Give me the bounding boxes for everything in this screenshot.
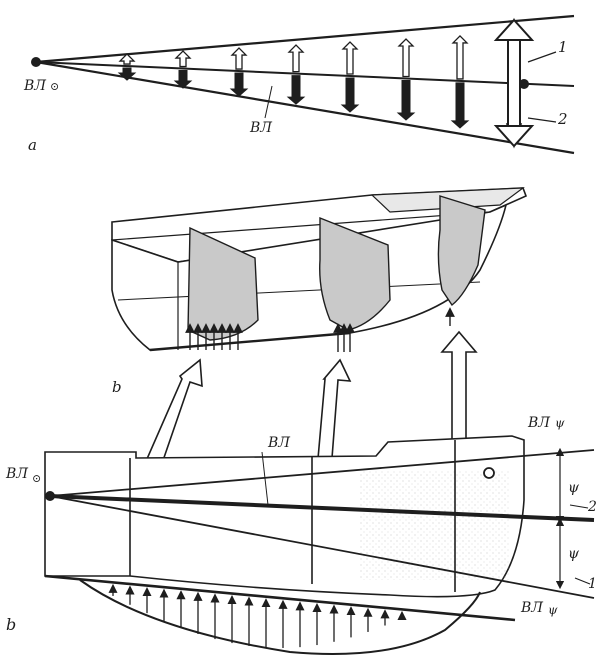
waterline-lower-label: ВЛ (520, 600, 543, 616)
bulkhead-3 (437, 195, 486, 307)
pressure-arrow-pair-a (229, 47, 249, 97)
waterline-label-a: ВЛ (249, 120, 272, 136)
buoyancy-curve (79, 579, 481, 656)
figure-b-hull-section: b (111, 187, 528, 396)
pressure-arrow-pair-a (117, 53, 137, 81)
transfer-arrow-2 (316, 358, 352, 472)
callout-1a: 1 (558, 38, 568, 56)
callout-2c: 2 (587, 499, 597, 515)
part-label-c: b (6, 615, 16, 634)
porthole (483, 467, 495, 479)
buoyancy-arrows-c (108, 583, 407, 648)
waterline-upper-psi: ψ (555, 416, 565, 430)
waterline-a (35, 61, 575, 87)
pressure-arrow-pair-a (340, 41, 360, 113)
callout-1c: 1 (588, 576, 597, 592)
waterline-level (49, 494, 595, 522)
origin-point-a (31, 57, 41, 67)
keel-baseline (44, 574, 516, 622)
hull-stipple (360, 470, 510, 580)
pressure-arrow-pair-a (286, 44, 306, 105)
heel-axis-point-a (519, 79, 529, 89)
buoyancy-arrows-a (117, 34, 470, 129)
origin-symbol-c: ⊙ (32, 472, 41, 485)
figure-a-wedge-diagram: 1 2 ВЛ ⊙ ВЛ a (23, 14, 575, 155)
waterline-label-c: ВЛ (267, 435, 290, 451)
callout-leader-2c (569, 504, 589, 509)
angle-label-lower: ψ (568, 546, 580, 562)
callout-leader-1c (574, 577, 591, 585)
origin-label-a: ВЛ (23, 78, 46, 94)
waterline-a-leader (264, 85, 273, 119)
origin-point-c (45, 491, 55, 501)
waterline-lower-psi: ψ (548, 603, 558, 617)
bulkhead-1 (187, 226, 259, 341)
pressure-arrow-pair-a (396, 38, 416, 121)
callout-leader-2a (527, 117, 557, 123)
part-label-b: b (112, 378, 122, 396)
origin-label-c: ВЛ (5, 466, 28, 482)
deck-inner-line (111, 211, 491, 241)
angle-label-upper: ψ (568, 480, 580, 496)
callout-2a: 2 (557, 110, 568, 128)
wedge-lower-edge (35, 60, 575, 155)
wedge-upper-edge (35, 14, 575, 64)
waterline-upper (49, 449, 595, 497)
part-label-a: a (28, 136, 37, 154)
waterline-label-leader-c (261, 451, 269, 506)
callout-leader-1a (527, 51, 557, 63)
transfer-arrow-3 (440, 330, 478, 456)
hull-keel-line (149, 331, 351, 352)
figure-c-ship-profile: ВЛ ⊙ ВЛ ВЛ ψ ВЛ ψ ψ ψ 2 1 b (5, 415, 597, 656)
heel-range-arrow (493, 17, 535, 149)
bulkhead-pressure-arrows (185, 307, 455, 352)
waterline-lower (49, 495, 595, 599)
waterline-upper-label: ВЛ (527, 415, 550, 431)
pressure-arrow-pair-a (173, 50, 193, 89)
pressure-arrow-pair-a (450, 34, 470, 129)
origin-symbol-a: ⊙ (50, 80, 59, 93)
